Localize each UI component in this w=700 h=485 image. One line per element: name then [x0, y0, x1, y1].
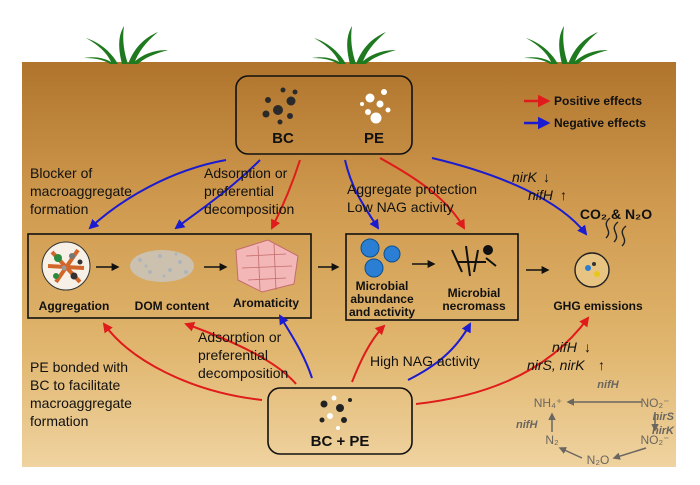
annotation-line: Blocker of — [30, 165, 92, 181]
mixed-particles-icon — [319, 395, 352, 430]
adsorption-bottom-annotation: Adsorption or preferential decomposition — [198, 329, 288, 381]
n-cycle-arrow — [612, 447, 647, 460]
aromaticity-positive-arrow — [271, 159, 301, 230]
aggregation-positive-arrow — [102, 322, 263, 401]
microbial-box: Microbial abundance and activity Microbi… — [345, 233, 519, 321]
n-cycle-n2: N₂ — [545, 433, 559, 447]
aggregation-label: Aggregation — [39, 299, 110, 313]
annotation-line: Adsorption or — [204, 165, 288, 181]
n-cycle-nifh-top: nifH — [597, 379, 619, 391]
dom-molecules-icon — [130, 250, 194, 282]
annotation-line: formation — [30, 413, 88, 429]
pe-label: PE — [364, 130, 384, 147]
microbial-necromass-label-1: Microbial — [448, 286, 501, 300]
microbial-necromass-label-2: necromass — [442, 299, 506, 313]
bc-pe-label: BC + PE — [311, 433, 370, 450]
microbial-positive-arrow — [351, 324, 386, 383]
polyethylene-particles-icon — [360, 89, 391, 124]
n-cycle-nirk: nirK — [652, 425, 675, 437]
necromass-positive-arrow — [379, 157, 465, 230]
annotation-line: macroaggregate — [30, 183, 132, 199]
soil-process-box: Aggregation DOM content Aromaticity — [27, 233, 312, 319]
aggregate-protection-annotation: Aggregate protection Low NAG activity — [347, 181, 477, 215]
microbial-negative-arrow — [344, 159, 380, 230]
gas-emission-icon — [605, 217, 627, 247]
ghg-emissions: CO₂ & N₂O GHG emissions — [553, 206, 652, 313]
annotation-line: preferential — [198, 347, 268, 363]
grass-icon — [524, 26, 608, 64]
microbial-abundance-label-3: and activity — [349, 305, 415, 319]
n-cycle-nirs: nirS — [653, 411, 675, 423]
annotation-line: BC to facilitate — [30, 377, 120, 393]
annotation-line: Adsorption or — [198, 329, 282, 345]
gene-nirk-down-icon: ↓ — [543, 169, 550, 185]
gene-nirs-nirk-up-icon: ↑ — [598, 357, 605, 373]
genes-top: nirK ↓ nifH ↑ — [512, 169, 567, 203]
biochar-particles-icon — [262, 87, 298, 125]
annotation-line: preferential — [204, 183, 274, 199]
necromass-negative-arrow — [407, 322, 471, 381]
ghg-negative-arrow — [431, 157, 588, 236]
legend: Positive effects Negative effects — [524, 94, 646, 130]
annotation-line: decomposition — [204, 201, 294, 217]
legend-negative-label: Negative effects — [554, 116, 646, 130]
genes-bottom: nifH ↓ nirS, nirK ↑ — [527, 339, 605, 373]
annotation-line: PE bonded with — [30, 359, 128, 375]
n-cycle-n2o: N₂O — [587, 453, 610, 467]
gene-nifh: nifH — [552, 339, 578, 355]
microbe-icon — [360, 238, 401, 278]
n-cycle-no2-right: NO₂⁻ — [641, 433, 670, 447]
annotation-line: macroaggregate — [30, 395, 132, 411]
microbial-abundance-label-1: Microbial — [356, 279, 409, 293]
annotation-line: decomposition — [198, 365, 288, 381]
aromaticity-label: Aromaticity — [233, 296, 299, 310]
ghg-gases-label: CO₂ & N₂O — [580, 206, 652, 222]
dom-negative-arrow — [174, 159, 261, 230]
soil-microbe-cell-icon — [574, 252, 610, 288]
n-cycle-arrow — [558, 447, 583, 459]
high-nag-annotation: High NAG activity — [370, 353, 480, 369]
annotation-line: Aggregate protection — [347, 181, 477, 197]
aggregation-icon — [41, 241, 91, 291]
aromatic-structure-icon — [235, 239, 299, 293]
n-cycle-nifh-left: nifH — [516, 419, 538, 431]
gene-nirk: nirK — [512, 169, 538, 185]
nitrogen-cycle: nifH NH₄⁺ NO₂⁻ nirS nirK NO₂⁻ N₂O N₂ nif… — [516, 379, 675, 467]
aromaticity-negative-arrow — [278, 314, 313, 379]
n-cycle-nh4: NH₄⁺ — [534, 396, 563, 410]
gene-nifh-down-icon: ↓ — [584, 339, 591, 355]
grass-icon — [84, 26, 168, 64]
n-cycle-no2-top: NO₂⁻ — [641, 396, 670, 410]
bc-label: BC — [272, 130, 294, 147]
legend-positive-label: Positive effects — [554, 94, 642, 108]
grass-icon — [312, 26, 396, 64]
blocker-arrow — [88, 159, 227, 230]
pe-bonded-annotation: PE bonded with BC to facilitate macroagg… — [30, 359, 132, 429]
annotation-line: Low NAG activity — [347, 199, 454, 215]
gene-nirs-nirk: nirS, nirK — [527, 357, 585, 373]
bottom-treatment-box: BC + PE — [267, 387, 413, 455]
necromass-icon — [451, 245, 497, 277]
top-treatment-box: BC PE — [235, 75, 413, 155]
gene-nifh: nifH — [528, 187, 554, 203]
annotation-line: formation — [30, 201, 88, 217]
ghg-emissions-label: GHG emissions — [553, 299, 643, 313]
adsorption-top-annotation: Adsorption or preferential decomposition — [204, 165, 294, 217]
ghg-positive-arrow — [415, 316, 590, 405]
dom-positive-arrow — [184, 322, 297, 385]
dom-content-label: DOM content — [135, 299, 210, 313]
gene-nifh-up-icon: ↑ — [560, 187, 567, 203]
microbial-abundance-label-2: abundance — [350, 292, 414, 306]
blocker-annotation: Blocker of macroaggregate formation — [30, 165, 132, 217]
